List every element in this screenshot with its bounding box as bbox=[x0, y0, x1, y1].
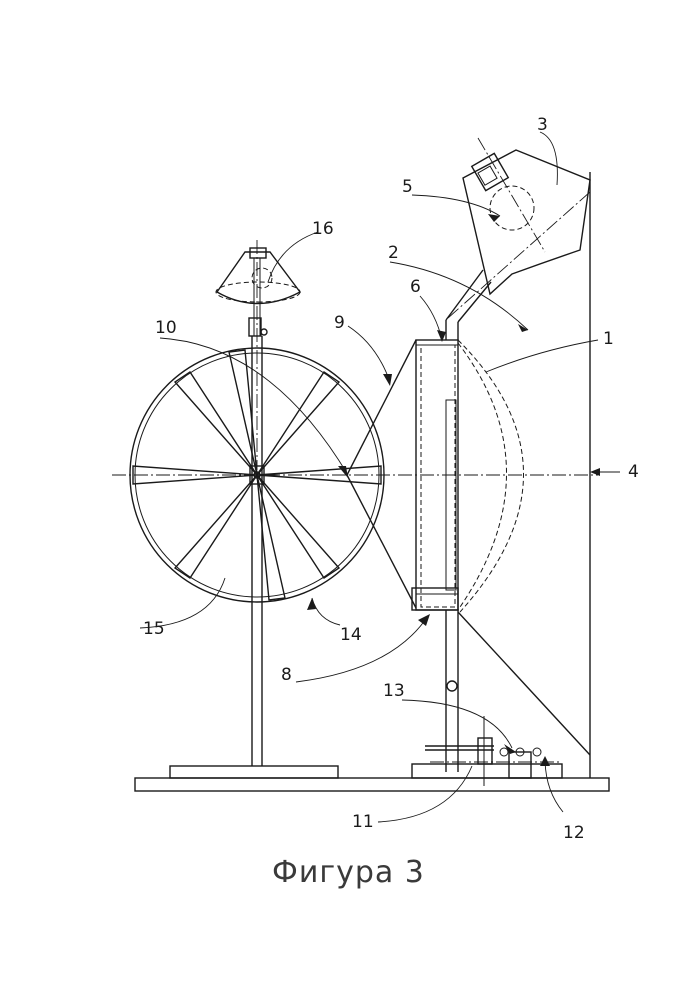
lamp-16-pin bbox=[260, 328, 268, 336]
label-16: 16 bbox=[312, 219, 334, 239]
lamp-3-beam bbox=[447, 191, 591, 319]
frame-foot bbox=[411, 763, 563, 779]
arrow-6 bbox=[437, 330, 446, 342]
label-12: 12 bbox=[563, 823, 585, 843]
label-13: 13 bbox=[383, 681, 405, 701]
spring-13a bbox=[499, 747, 509, 757]
spoke-left bbox=[132, 465, 258, 485]
bulb-5 bbox=[489, 185, 535, 231]
spoke-up-right bbox=[256, 371, 341, 476]
spoke-down-left bbox=[173, 474, 258, 579]
leader-12 bbox=[544, 757, 564, 813]
spring-13c bbox=[532, 747, 542, 757]
beam-9-bottom bbox=[346, 474, 417, 609]
label-6: 6 bbox=[410, 277, 421, 297]
label-11: 11 bbox=[352, 812, 374, 832]
wheel-axle bbox=[253, 471, 261, 479]
leader-11 bbox=[377, 765, 473, 823]
arrow-5 bbox=[488, 214, 500, 222]
arrow-4 bbox=[590, 468, 600, 476]
arrow-12 bbox=[540, 756, 550, 766]
spoke-up bbox=[228, 349, 258, 476]
lamp-3-socket bbox=[470, 152, 510, 192]
arrow-9 bbox=[383, 374, 392, 386]
leader-15 bbox=[139, 577, 226, 629]
reflector-arc-inner bbox=[457, 342, 507, 611]
leader-1 bbox=[485, 339, 599, 373]
figure-caption: Фигура 3 bbox=[272, 855, 425, 890]
label-8: 8 bbox=[281, 665, 292, 685]
spoke-down bbox=[256, 474, 286, 601]
wheel-stand-foot bbox=[169, 765, 339, 779]
lamp-housing-16 bbox=[215, 251, 302, 305]
column-hole bbox=[446, 680, 458, 692]
lamp-16-socket bbox=[249, 247, 267, 259]
gear-block bbox=[477, 737, 493, 765]
arrow-14 bbox=[307, 598, 316, 610]
label-10: 10 bbox=[155, 318, 177, 338]
leader-2 bbox=[389, 261, 529, 331]
lamp-16-bracket bbox=[248, 317, 262, 337]
label-9: 9 bbox=[334, 313, 345, 333]
lamp-3-socket-inner bbox=[477, 165, 498, 186]
lamp-housing-3 bbox=[462, 149, 591, 296]
leader-13 bbox=[401, 699, 513, 749]
mast-diag-left bbox=[445, 269, 484, 321]
lamp-16-bulb bbox=[251, 267, 273, 289]
arrow-8 bbox=[418, 614, 430, 626]
leader-9 bbox=[347, 325, 391, 383]
label-1: 1 bbox=[603, 329, 614, 349]
wheel-rim-outer bbox=[129, 347, 385, 603]
spoke-down-right bbox=[256, 474, 341, 579]
label-14: 14 bbox=[340, 625, 362, 645]
label-2: 2 bbox=[388, 243, 399, 263]
label-3: 3 bbox=[537, 115, 548, 135]
arrow-2 bbox=[518, 324, 528, 332]
leader-10 bbox=[159, 337, 349, 476]
panel-strip bbox=[445, 399, 457, 591]
mast-diag-right bbox=[457, 281, 492, 323]
collector-panel-inner bbox=[420, 344, 456, 608]
leader-5 bbox=[411, 194, 501, 217]
arrow-10 bbox=[338, 466, 348, 478]
leader-14 bbox=[311, 597, 341, 626]
leader-16 bbox=[267, 231, 319, 283]
frame-brace bbox=[457, 611, 591, 756]
label-4: 4 bbox=[628, 462, 639, 482]
leader-8 bbox=[295, 615, 429, 683]
motor-12 bbox=[508, 751, 532, 779]
leader-3 bbox=[539, 131, 558, 186]
reflector-arc-outer bbox=[457, 339, 524, 613]
lamp-3-axis bbox=[477, 137, 546, 253]
label-5: 5 bbox=[402, 177, 413, 197]
arrow-13 bbox=[504, 744, 516, 754]
spoke-up-left bbox=[173, 371, 258, 476]
label-15: 15 bbox=[143, 619, 165, 639]
spoke-right bbox=[256, 465, 382, 485]
base-plate bbox=[134, 777, 610, 792]
lamp-16-rim bbox=[215, 281, 301, 303]
wheel-spokes bbox=[132, 349, 382, 601]
beam-9-top bbox=[346, 339, 417, 476]
